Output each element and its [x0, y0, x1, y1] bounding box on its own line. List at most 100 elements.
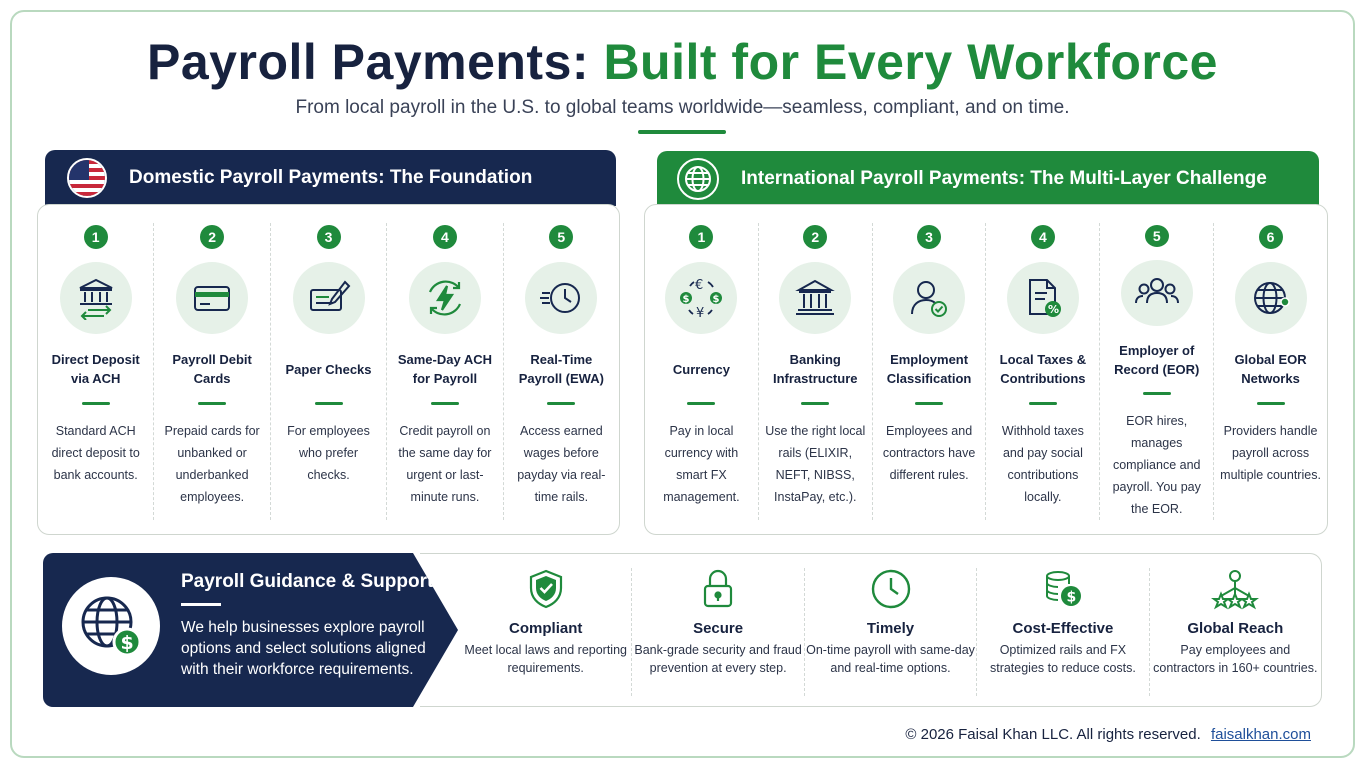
item-divider: [1256, 402, 1285, 405]
item-title: Same-Day ACH for Payroll: [397, 352, 492, 386]
item-number: 5: [549, 225, 574, 249]
coins-dollar-icon: $: [1042, 568, 1084, 610]
guidance-text: We help businesses explore payroll optio…: [181, 619, 426, 678]
footer: © 2026 Faisal Khan LLC. All rights reser…: [905, 726, 1311, 743]
item-divider: [547, 402, 576, 405]
item-divider: [1142, 392, 1171, 395]
svg-text:$: $: [713, 294, 720, 305]
lock-icon: [701, 568, 735, 610]
domestic-item: 3 Paper Checks For employees who prefer …: [269, 223, 386, 520]
item-title: Real-Time Payroll (EWA): [518, 352, 604, 386]
svg-text:€: €: [695, 278, 703, 293]
title-part-2: Built for Every Workforce: [603, 34, 1218, 90]
international-header-title: International Payroll Payments: The Mult…: [741, 168, 1267, 189]
feature-description: On-time payroll with same-day and real-t…: [806, 643, 975, 675]
item-description: For employees who prefer checks.: [287, 424, 370, 482]
domestic-header: Domestic Payroll Payments: The Foundatio…: [45, 150, 616, 206]
item-description: Prepaid cards for unbanked or underbanke…: [164, 424, 260, 504]
item-description: Use the right local rails (ELIXIR, NEFT,…: [765, 424, 866, 504]
international-item: 5 Employer of Record (EOR) EOR hires, ma…: [1099, 223, 1213, 520]
feature-title: Timely: [866, 620, 915, 637]
item-title: Global EOR Networks: [1234, 352, 1307, 386]
item-number: 3: [917, 225, 942, 249]
item-description: Access earned wages before payday via re…: [517, 424, 606, 504]
feature-description: Optimized rails and FX strategies to red…: [989, 643, 1136, 675]
domestic-item: 4 Same-Day ACH for Payroll Credit payrol…: [386, 223, 502, 520]
feature-title: Global Reach: [1187, 620, 1284, 637]
item-title: Direct Deposit via ACH: [51, 352, 140, 386]
globe-icon: [677, 158, 719, 200]
lightning-cycle-icon: [408, 262, 481, 334]
item-description: EOR hires, manages compliance and payrol…: [1112, 414, 1201, 516]
tax-document-icon: %: [1006, 262, 1079, 334]
currency-exchange-icon: € $ $ ¥: [665, 262, 738, 334]
feature-item: Timely On-time payroll with same-day and…: [803, 568, 976, 696]
item-divider: [1028, 402, 1057, 405]
copyright-text: © 2026 Faisal Khan LLC. All rights reser…: [905, 726, 1201, 743]
domestic-item: 2 Payroll Debit Cards Prepaid cards for …: [153, 223, 269, 520]
item-divider: [314, 402, 343, 405]
item-title: Local Taxes & Contributions: [999, 352, 1087, 386]
page-subtitle: From local payroll in the U.S. to global…: [295, 97, 1070, 118]
international-item: 6 Global EOR Networks Providers handle p…: [1213, 223, 1327, 520]
international-item: 4 % Local Taxes & Contributions Withhold…: [985, 223, 1099, 520]
item-number: 2: [200, 225, 225, 249]
item-divider: [801, 402, 830, 405]
clock-icon: [870, 568, 912, 610]
item-title: Banking Infrastructure: [772, 352, 858, 386]
globe-dollar-icon: $: [62, 577, 160, 675]
svg-text:$: $: [1066, 590, 1076, 606]
item-number: 4: [1030, 225, 1055, 249]
item-divider: [81, 402, 110, 405]
item-description: Pay in local currency with smart FX mana…: [663, 424, 740, 504]
item-number: 1: [83, 225, 108, 249]
title-divider: [638, 130, 726, 134]
feature-item: Global Reach Pay employees and contracto…: [1148, 568, 1321, 696]
item-number: 2: [803, 225, 828, 249]
domestic-header-title: Domestic Payroll Payments: The Foundatio…: [129, 167, 533, 188]
item-number: 4: [432, 225, 457, 249]
bank-icon: [779, 262, 852, 334]
international-item: 3 Employment Classification Employees an…: [871, 223, 986, 520]
item-divider: [430, 402, 459, 405]
title-part-1: Payroll Payments:: [147, 34, 590, 90]
item-title: Employment Classification: [886, 352, 972, 386]
feature-title: Secure: [693, 620, 744, 637]
item-title: Payroll Debit Cards: [172, 352, 252, 386]
feature-description: Bank-grade security and fraud prevention…: [634, 643, 802, 675]
item-number: 1: [689, 225, 714, 249]
item-divider: [687, 402, 716, 405]
feature-item: Secure Bank-grade security and fraud pre…: [631, 568, 803, 696]
shield-check-icon: [527, 568, 565, 610]
item-number: 5: [1144, 225, 1169, 248]
item-description: Withhold taxes and pay social contributi…: [1001, 424, 1084, 504]
international-panel: 1 € $ $ ¥ Currency Pay in local currency…: [644, 204, 1328, 535]
item-description: Standard ACH direct deposit to bank acco…: [51, 424, 140, 482]
website-link[interactable]: faisalkhan.com: [1210, 726, 1311, 743]
svg-text:¥: ¥: [696, 306, 704, 321]
globe-network-icon: [1234, 262, 1307, 334]
svg-text:$: $: [121, 632, 134, 654]
item-description: Providers handle payroll across multiple…: [1220, 424, 1321, 482]
international-header: International Payroll Payments: The Mult…: [657, 151, 1319, 207]
feature-item: Compliant Meet local laws and reporting …: [460, 568, 631, 696]
feature-item: $ Cost-Effective Optimized rails and FX …: [976, 568, 1148, 696]
domestic-item: 5 Real-Time Payroll (EWA) Access earned …: [502, 223, 619, 520]
item-title: Employer of Record (EOR): [1114, 343, 1200, 378]
features-panel: Compliant Meet local laws and reporting …: [420, 553, 1322, 707]
us-flag-icon: [67, 158, 107, 198]
check-pen-icon: [292, 262, 365, 334]
guidance-divider: [181, 603, 221, 606]
domestic-panel: 1 Direct Deposit via ACH Standard ACH di…: [37, 204, 620, 535]
item-divider: [915, 402, 944, 405]
domestic-item: 1 Direct Deposit via ACH Standard ACH di…: [38, 223, 153, 520]
svg-text:$: $: [683, 294, 690, 305]
international-item: 1 € $ $ ¥ Currency Pay in local currency…: [645, 223, 758, 520]
feature-title: Cost-Effective: [1012, 620, 1114, 637]
feature-description: Meet local laws and reporting requiremen…: [464, 643, 627, 675]
item-title: Currency: [672, 361, 730, 377]
svg-text:%: %: [1048, 303, 1059, 316]
guidance-title: Payroll Guidance & Support: [181, 571, 434, 592]
page-title: Payroll Payments: Built for Every Workfo…: [0, 33, 1365, 91]
item-divider: [198, 402, 227, 405]
